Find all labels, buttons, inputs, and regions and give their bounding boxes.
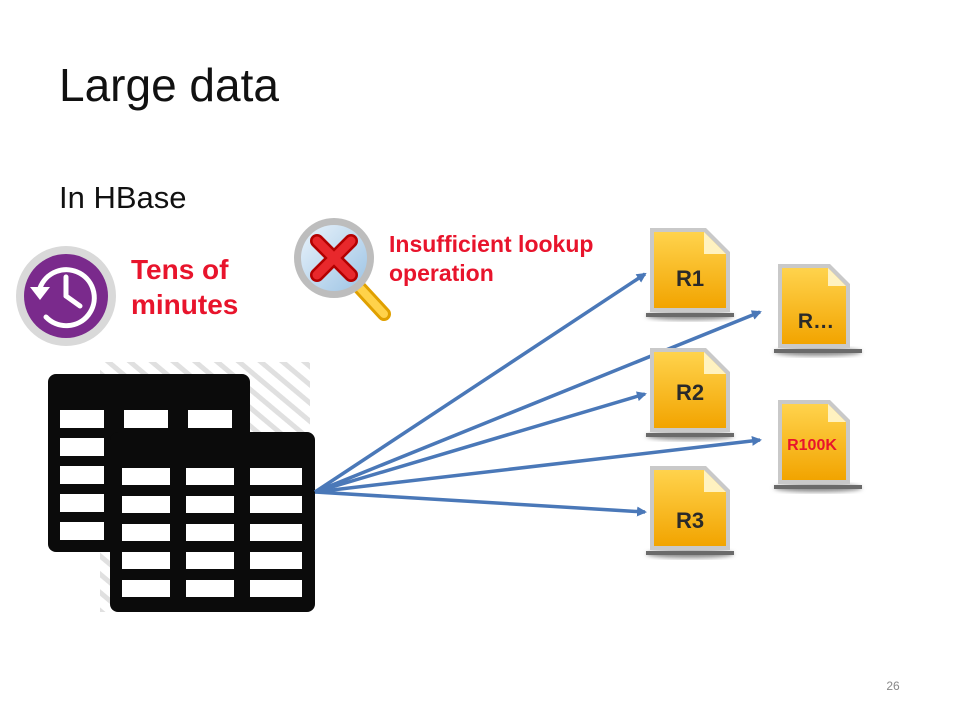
lookup-line-2: operation [389, 259, 494, 286]
lookup-line-1: Insufficient lookup [389, 231, 594, 257]
document-r1: R1 [646, 228, 734, 320]
doc-label: R2 [676, 380, 704, 405]
doc-label: R100K [787, 437, 837, 454]
front-table [110, 432, 315, 612]
arrow-to-r-dots [314, 310, 762, 494]
duration-line-2: minutes [131, 289, 239, 320]
document-r2: R2 [646, 348, 734, 440]
duration-annotation: Tens of minutes [131, 252, 281, 322]
arrow-to-r100k [314, 435, 762, 494]
arrow-to-r3 [314, 490, 647, 517]
magnifier-x-icon [294, 218, 391, 321]
arrow-to-r1 [314, 272, 647, 494]
lookup-annotation: Insufficient lookup operation [389, 230, 659, 288]
arrows [314, 272, 762, 517]
duration-line-1: Tens of [131, 254, 229, 285]
doc-label: R… [798, 310, 834, 333]
table-stack-icon [48, 362, 315, 612]
slide-subtitle: In HBase [59, 180, 187, 215]
document-r-dots: R… [774, 264, 862, 356]
document-r3: R3 [646, 466, 734, 558]
page-number: 26 [886, 679, 900, 693]
slide-title: Large data [59, 59, 279, 111]
doc-label: R3 [676, 508, 704, 533]
document-r100k: R100K [774, 400, 862, 492]
history-clock-icon [16, 246, 116, 346]
arrow-to-r2 [314, 391, 647, 494]
doc-label: R1 [676, 266, 704, 291]
